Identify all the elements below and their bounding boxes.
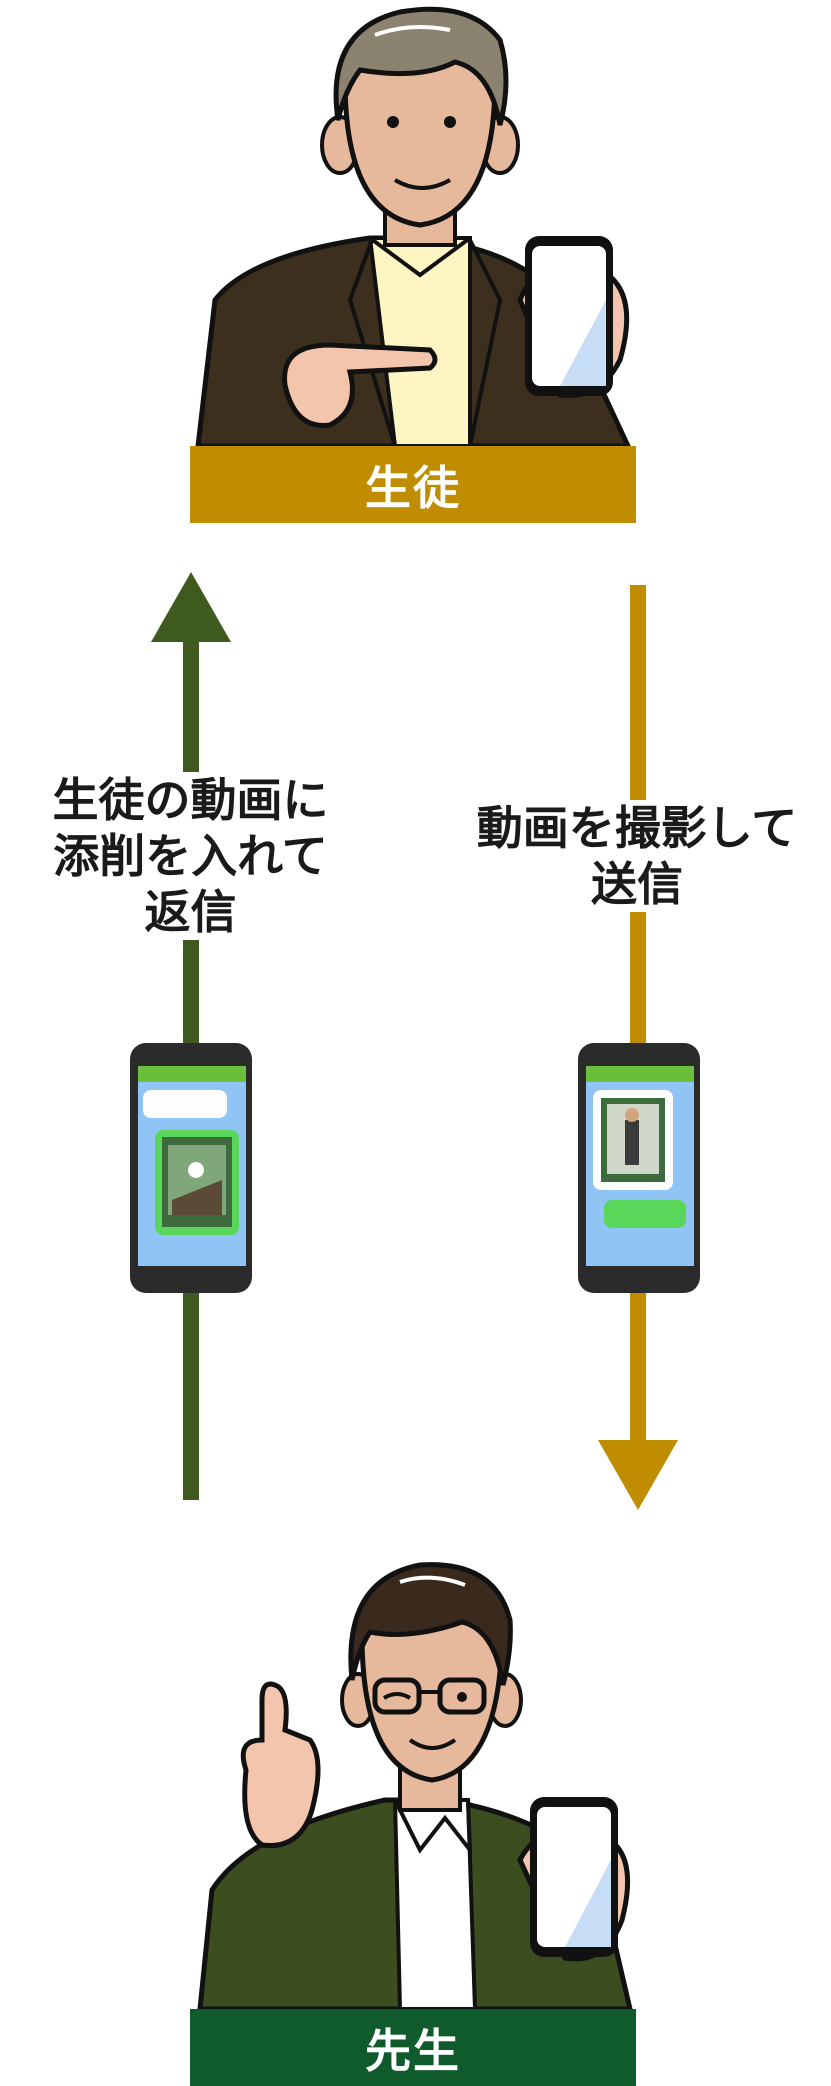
smartphone-icon [530, 1797, 618, 1957]
thumbs-up-icon [240, 1681, 321, 1849]
caption-line: 動画を撮影して [476, 801, 798, 855]
teacher-person-icon [197, 1562, 634, 2012]
smartphone-icon [130, 1043, 252, 1293]
student-label-bar: 生徒 [190, 446, 636, 523]
send-flow-caption: 動画を撮影して 送信 [448, 800, 826, 912]
caption-line: 返信 [144, 885, 237, 939]
smartphone-icon [525, 236, 613, 396]
pointing-hand-icon [282, 342, 438, 428]
return-arrow [151, 572, 231, 1500]
teacher-label: 先生 [365, 2023, 461, 2078]
smartphone-icon [578, 1043, 700, 1293]
student-person-icon [195, 6, 632, 449]
video-thumbnail-icon [162, 1137, 232, 1227]
caption-line: 添削を入れて [53, 829, 328, 883]
student-label: 生徒 [365, 460, 461, 515]
caption-line: 送信 [591, 857, 683, 911]
teacher-label-bar: 先生 [190, 2009, 636, 2086]
caption-line: 生徒の動画に [52, 773, 329, 827]
return-flow-caption: 生徒の動画に 添削を入れて 返信 [18, 772, 363, 940]
video-thumbnail-icon [601, 1098, 665, 1182]
